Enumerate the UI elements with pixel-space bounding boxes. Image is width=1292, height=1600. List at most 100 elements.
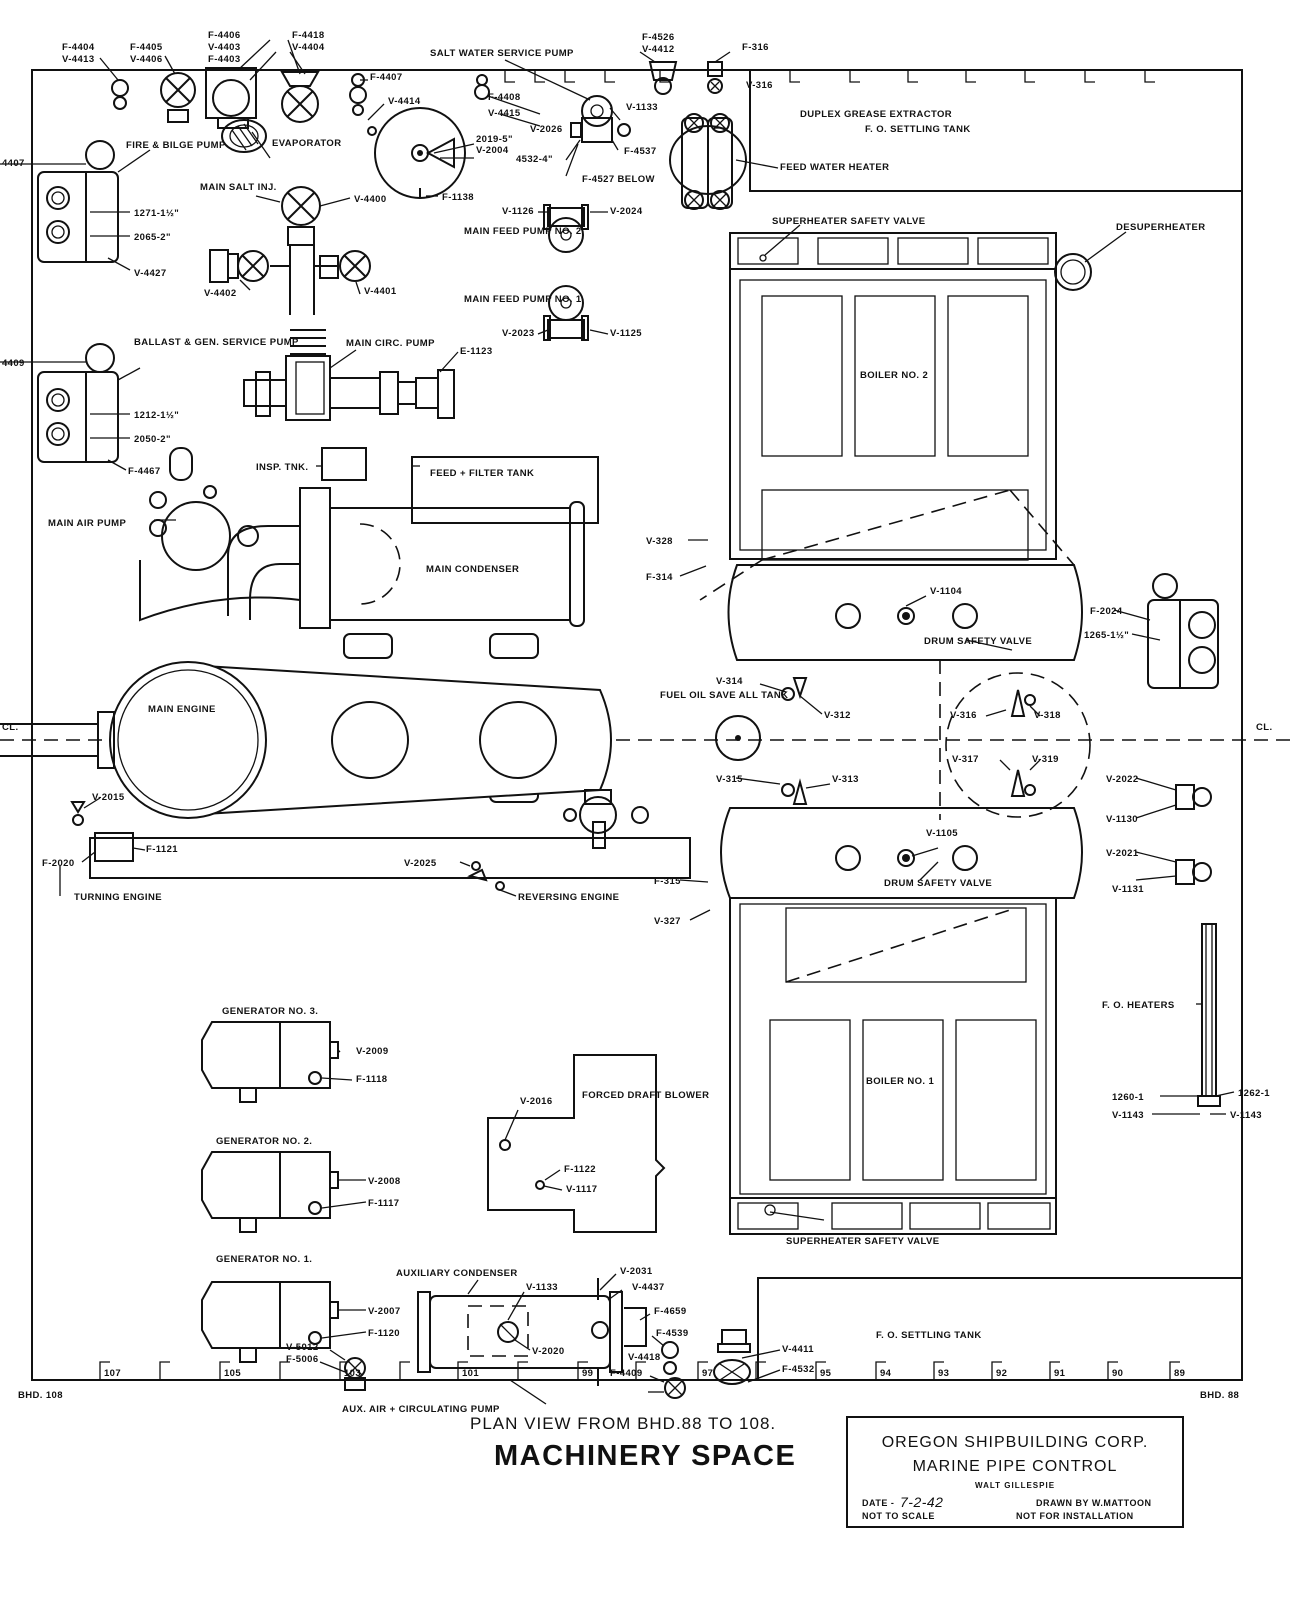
label-reversing-engine: REVERSING ENGINE (518, 892, 619, 903)
label-main-air-pump: MAIN AIR PUMP (48, 518, 126, 529)
tag-label: V-1126 (502, 206, 534, 217)
tag-label: V-4418 (628, 1352, 661, 1363)
tag-label: F-4404 (62, 42, 95, 53)
tag-label: V-4415 (488, 108, 521, 119)
tag-label: V-1133 (626, 102, 658, 113)
frame-label: 99 (582, 1368, 593, 1379)
equipment-labels: FIRE & BILGE PUMP EVAPORATOR SALT WATER … (48, 48, 1205, 1415)
machinery-space-title: MACHINERY SPACE (494, 1440, 797, 1472)
tag-label: F-5006 (286, 1354, 319, 1365)
tag-label: 1260-1 (1112, 1092, 1144, 1103)
label-superheater-safety-valve-bottom: SUPERHEATER SAFETY VALVE (786, 1236, 940, 1247)
evaporator (111, 67, 320, 153)
boiler-drums (699, 489, 1091, 899)
tag-label: 2019-5" (476, 134, 513, 145)
label-duplex-grease-extractor: DUPLEX GREASE EXTRACTOR (800, 109, 952, 120)
tag-label: F-1120 (368, 1328, 400, 1339)
boiler-1 (729, 897, 1057, 1235)
label-aux-air-circ-pump: AUX. AIR + CIRCULATING PUMP (342, 1404, 500, 1415)
main-salt-inj-and-circ-pump (209, 186, 455, 421)
tag-label: F-4467 (128, 466, 161, 477)
frame-label: 97 (702, 1368, 713, 1379)
auxiliary-condenser (344, 1278, 686, 1399)
label-superheater-safety-valve-top: SUPERHEATER SAFETY VALVE (772, 216, 926, 227)
tag-label: V-1131 (1112, 884, 1144, 895)
author-name: WALT GILLESPIE (974, 1481, 1056, 1490)
date-label: DATE - (862, 1498, 895, 1508)
tag-label: F-4405 (130, 42, 163, 53)
label-auxiliary-condenser: AUXILIARY CONDENSER (396, 1268, 518, 1279)
tag-label: V-2008 (368, 1176, 401, 1187)
tag-label: V-2009 (356, 1046, 389, 1057)
fuel-oil-save-all-tank (715, 715, 761, 761)
label-boiler-2: BOILER NO. 2 (860, 370, 928, 381)
centerline-label-left: CL. (2, 722, 19, 733)
tag-label: F-4418 (292, 30, 325, 41)
tag-label: F-4526 (642, 32, 675, 43)
tag-label: V-2022 (1106, 774, 1139, 785)
aux-pump-4411 (713, 1329, 751, 1385)
top-frame-markers (504, 70, 1155, 83)
tag-label: F-1138 (442, 192, 474, 203)
tag-label: V-1104 (930, 586, 962, 597)
label-drum-safety-valve-top: DRUM SAFETY VALVE (924, 636, 1032, 647)
label-salt-water-service-pump: SALT WATER SERVICE PUMP (430, 48, 574, 59)
duplex-grease-extractor (669, 113, 747, 210)
plan-view-title: PLAN VIEW FROM BHD.88 TO 108. (470, 1414, 777, 1433)
tag-label: V-4403 (208, 42, 241, 53)
centerline-label-right: CL. (1256, 722, 1273, 733)
frame-label: 93 (938, 1368, 949, 1379)
fire-bilge-pump (0, 140, 119, 263)
tag-label: F-4407 (370, 72, 403, 83)
tag-label: V-2025 (404, 858, 437, 869)
salt-water-service-pump (570, 95, 631, 143)
tag-label: F-2024 (1090, 606, 1123, 617)
generator-3 (201, 1021, 339, 1103)
tag-label: V-2031 (620, 1266, 653, 1277)
tanks-center (321, 447, 599, 524)
tag-label: V-4413 (62, 54, 95, 65)
label-feed-water-heater: FEED WATER HEATER (780, 162, 889, 173)
tag-label: V-313 (832, 774, 859, 785)
main-air-pump (149, 447, 259, 571)
bottom-frame-markers (99, 1361, 1180, 1380)
frame-label: 101 (462, 1368, 479, 1379)
tag-label: F-314 (646, 572, 673, 583)
tag-label: 1271-1½" (134, 208, 179, 219)
tag-label: V-4404 (292, 42, 325, 53)
leader-lines (59, 39, 1235, 1405)
tag-label: V-2004 (476, 145, 509, 156)
tag-label: F-4406 (208, 30, 241, 41)
department-name: MARINE PIPE CONTROL (912, 1458, 1118, 1475)
tag-label: F-1121 (146, 844, 178, 855)
tag-label: F-4403 (208, 54, 241, 65)
tag-label: V-1133 (526, 1282, 558, 1293)
label-main-feed-pump-2: MAIN FEED PUMP NO. 2 (464, 226, 582, 237)
tag-labels: F-4404 V-4413 F-4405 V-4406 F-4406 V-440… (2, 30, 1273, 1379)
label-main-condenser: MAIN CONDENSER (426, 564, 519, 575)
tag-label: V-4402 (204, 288, 237, 299)
label-fuel-oil-save-all-tank: FUEL OIL SAVE ALL TANK (660, 690, 788, 701)
label-fo-settling-tank-bottom: F. O. SETTLING TANK (876, 1330, 982, 1341)
tag-label: V-5012 (286, 1342, 319, 1353)
top-right-fittings (648, 61, 723, 95)
right-side-pumps (1147, 573, 1219, 885)
frame-label: 105 (224, 1368, 241, 1379)
tag-label: V-315 (716, 774, 743, 785)
date-value: 7-2-42 (900, 1494, 944, 1510)
label-evaporator: EVAPORATOR (272, 138, 341, 149)
tag-label: F-4659 (654, 1306, 687, 1317)
tag-label: F-1117 (368, 1198, 399, 1209)
frame-label: 90 (1112, 1368, 1123, 1379)
company-name: OREGON SHIPBUILDING CORP. (881, 1434, 1149, 1451)
label-boiler-1: BOILER NO. 1 (866, 1076, 934, 1087)
forced-draft-blower (487, 1054, 666, 1233)
tag-label: V-4427 (134, 268, 167, 279)
frame-label: 91 (1054, 1368, 1066, 1379)
desuperheater (1054, 253, 1092, 291)
tag-label: F-315 (654, 876, 681, 887)
install-note: NOT FOR INSTALLATION (1016, 1511, 1134, 1521)
tag-label: V-2016 (520, 1096, 553, 1107)
tag-label: V-2026 (530, 124, 563, 135)
label-generator-1: GENERATOR NO. 1. (216, 1254, 312, 1265)
